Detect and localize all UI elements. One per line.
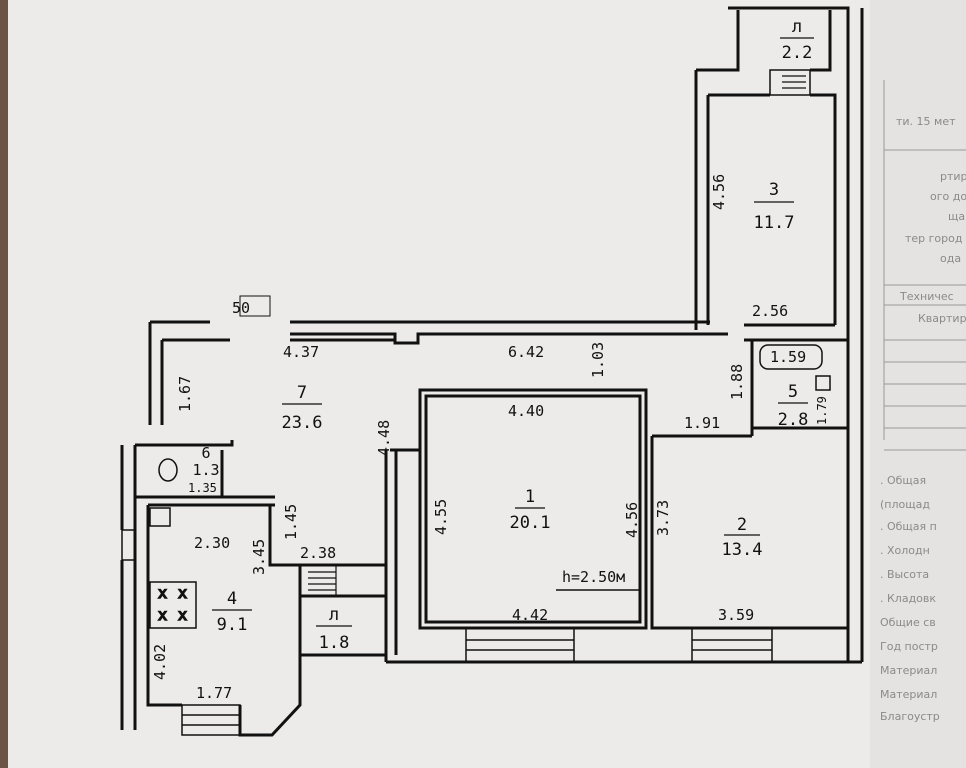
dim-1-59: 1.59 <box>770 348 806 366</box>
svg-text:Год постр: Год постр <box>880 640 938 653</box>
room-7-area: 23.6 <box>282 413 323 433</box>
svg-text:. Общая п: . Общая п <box>880 520 937 533</box>
stairs <box>308 75 806 596</box>
dimension-labels: 50 2.56 4.56 4.37 6.42 1.03 1.88 1.59 1.… <box>151 174 829 702</box>
ceiling-height: h=2.50м <box>562 568 625 586</box>
room-6-area: 1.3 <box>192 461 219 479</box>
svg-text:ода: ода <box>940 252 961 265</box>
svg-text:x: x <box>158 606 167 624</box>
kitchen-sink-icon <box>149 507 171 527</box>
room-2-number: 2 <box>737 515 747 535</box>
dim-3-59: 3.59 <box>718 606 754 624</box>
dim-2-38: 2.38 <box>300 544 336 562</box>
room-labels: 1 20.1 2 13.4 3 11.7 4 9.1 5 2.8 6 1.3 7… <box>192 17 814 653</box>
dim-1-45: 1.45 <box>282 504 300 540</box>
dim-6-42: 6.42 <box>508 343 544 361</box>
balcony-bottom-number: л <box>329 605 339 625</box>
sink-icon <box>815 375 831 391</box>
svg-text:Благоустр: Благоустр <box>880 710 940 723</box>
side-form-grid <box>883 80 966 451</box>
svg-text:. Холодн: . Холодн <box>880 544 930 557</box>
svg-text:x: x <box>178 584 187 602</box>
dim-1-77: 1.77 <box>196 684 232 702</box>
dim-4-37: 4.37 <box>283 343 319 361</box>
svg-text:Материал: Материал <box>880 688 937 701</box>
room-1-number: 1 <box>525 487 535 507</box>
dim-1-88: 1.88 <box>728 364 746 400</box>
dim-1-03: 1.03 <box>589 342 607 378</box>
dim-3-45: 3.45 <box>250 539 268 575</box>
svg-text:. Высота: . Высота <box>880 568 929 581</box>
room-5-number: 5 <box>788 382 798 402</box>
side-form-text: ти. 15 мет ртира № ого дома ща тер город… <box>880 115 966 723</box>
dim-4-40: 4.40 <box>508 402 544 420</box>
dim-2-56: 2.56 <box>752 302 788 320</box>
windows <box>121 69 811 736</box>
dim-3-73: 3.73 <box>654 500 672 536</box>
svg-text:Материал: Материал <box>880 664 937 677</box>
svg-text:тер город: тер город <box>905 232 963 245</box>
svg-text:ща: ща <box>948 210 965 223</box>
dim-50: 50 <box>232 299 250 317</box>
bathtub-icon <box>759 344 823 370</box>
room-6-number: 6 <box>201 444 210 462</box>
balcony-bottom-area: 1.8 <box>319 633 350 653</box>
dim-4-55: 4.55 <box>432 499 450 535</box>
svg-text:Квартир: Квартир <box>918 312 966 325</box>
svg-text:ого дома: ого дома <box>930 190 966 203</box>
svg-text:. Общая: . Общая <box>880 474 926 487</box>
walls <box>120 6 864 737</box>
dim-2-30: 2.30 <box>194 534 230 552</box>
stove-icon <box>149 581 197 629</box>
svg-text:(площад: (площад <box>880 498 930 511</box>
room-3-area: 11.7 <box>754 213 795 233</box>
dim-1-35: 1.35 <box>188 481 217 495</box>
svg-text:Общие св: Общие св <box>880 616 936 629</box>
balcony-top-area: 2.2 <box>782 43 813 63</box>
svg-text:x: x <box>158 584 167 602</box>
dim-1-67: 1.67 <box>176 376 194 412</box>
svg-text:Техничес: Техничес <box>899 290 954 303</box>
room-2-area: 13.4 <box>722 540 763 560</box>
dim-4-56-room1: 4.56 <box>623 502 641 538</box>
svg-text:x: x <box>178 606 187 624</box>
dim-4-02: 4.02 <box>151 644 169 680</box>
balcony-top-number: л <box>792 17 802 37</box>
room-4-number: 4 <box>227 589 237 609</box>
svg-text:ртира №: ртира № <box>940 170 966 183</box>
svg-text:. Кладовк: . Кладовк <box>880 592 936 605</box>
room-1-area: 20.1 <box>510 513 551 533</box>
dim-4-48: 4.48 <box>375 420 393 456</box>
room-4-area: 9.1 <box>217 615 248 635</box>
room-5-area: 2.8 <box>778 410 809 430</box>
dim-4-56-room3: 4.56 <box>710 174 728 210</box>
dim-4-42: 4.42 <box>512 606 548 624</box>
room-3-number: 3 <box>769 180 779 200</box>
room-7-number: 7 <box>297 383 307 403</box>
dim-1-79: 1.79 <box>815 396 829 425</box>
toilet-icon <box>158 458 178 482</box>
dim-1-91: 1.91 <box>684 414 720 432</box>
svg-text:ти. 15 мет: ти. 15 мет <box>896 115 956 128</box>
